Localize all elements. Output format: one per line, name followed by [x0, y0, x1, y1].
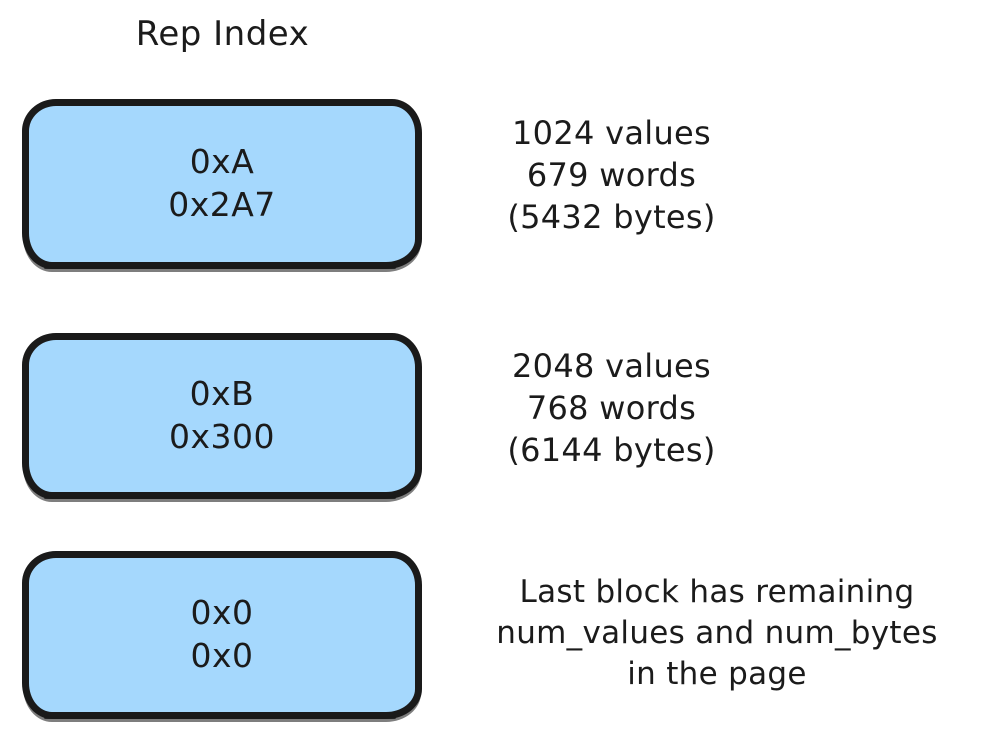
block-1-offset-value: 0x2A7 — [168, 185, 276, 224]
block-3-sketch-stroke — [44, 716, 396, 719]
block-3-rep-value: 0x0 — [190, 593, 254, 633]
block-2-annotation-bytes: (6144 bytes) — [507, 431, 716, 470]
block-3-annotation: Last block has remaining num_values and … — [441, 572, 993, 695]
block-1-rep-value: 0xA — [189, 142, 255, 182]
block-3-annotation-line-1: Last block has remaining — [519, 574, 915, 610]
block-1-annotation-words: 679 words — [526, 156, 697, 195]
block-2-annotation: 2048 values 768 words (6144 bytes) — [449, 345, 774, 472]
block-3-annotation-line-3: in the page — [627, 655, 807, 692]
rep-index-block-3[interactable]: 0x0 0x0 — [22, 551, 422, 719]
block-1-annotation-values: 1024 values — [512, 114, 711, 152]
rep-index-block-2[interactable]: 0xB 0x300 — [22, 333, 422, 499]
block-2-annotation-words: 768 words — [526, 389, 697, 428]
page-title: Rep Index — [135, 14, 310, 54]
block-3-annotation-line-2: num_values and num_bytes — [496, 614, 938, 651]
block-2-offset-value: 0x300 — [168, 417, 275, 456]
block-2-annotation-values: 2048 values — [512, 347, 711, 385]
block-2-sketch-stroke — [44, 496, 396, 499]
block-3-offset-value: 0x0 — [190, 636, 254, 675]
block-1-annotation: 1024 values 679 words (5432 bytes) — [449, 112, 774, 239]
block-2-rep-value: 0xB — [189, 374, 255, 414]
rep-index-block-1[interactable]: 0xA 0x2A7 — [22, 99, 422, 269]
block-1-sketch-stroke — [44, 266, 396, 269]
block-1-annotation-bytes: (5432 bytes) — [507, 198, 716, 237]
